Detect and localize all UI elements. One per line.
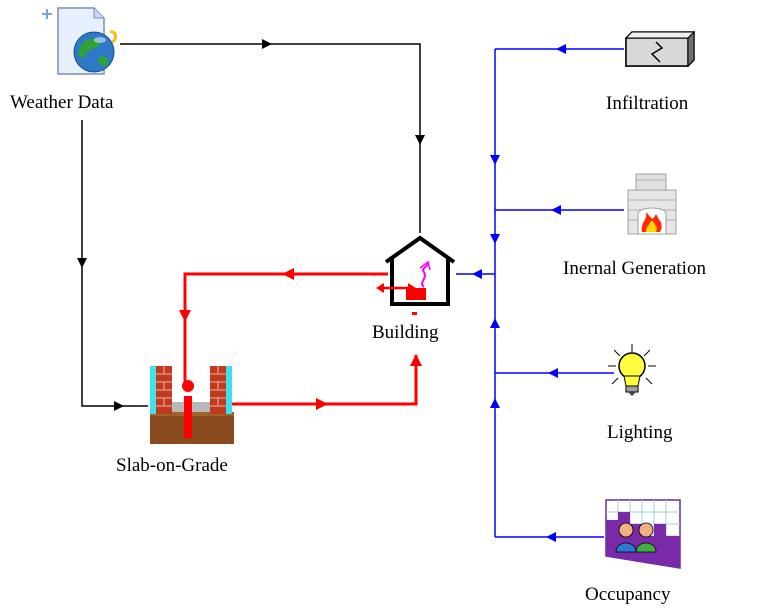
arrow-left bbox=[546, 532, 556, 542]
arrow-right bbox=[262, 39, 272, 49]
building-label: Building bbox=[372, 322, 439, 343]
lighting-label: Lighting bbox=[607, 422, 673, 443]
brick-wall-left bbox=[156, 366, 172, 414]
occupancy-label: Occupancy bbox=[585, 584, 671, 605]
arrow-left bbox=[282, 268, 294, 280]
occupancy-icon[interactable] bbox=[605, 499, 681, 569]
arrow-up bbox=[410, 354, 422, 366]
weather-data-icon[interactable] bbox=[42, 7, 118, 75]
arrow-up bbox=[490, 398, 500, 408]
building-to-slab-link[interactable] bbox=[183, 272, 388, 390]
gain-links bbox=[456, 48, 624, 538]
weather-data-label: Weather Data bbox=[10, 92, 114, 113]
arrow-down bbox=[77, 258, 87, 268]
arrow-down bbox=[490, 234, 500, 244]
arrow-left bbox=[548, 368, 558, 378]
arrow-right bbox=[114, 401, 124, 411]
slab-on-grade-label: Slab-on-Grade bbox=[116, 455, 228, 476]
building-icon[interactable] bbox=[376, 235, 456, 315]
weather-link-arrows bbox=[77, 39, 425, 411]
arrow-left bbox=[472, 269, 482, 279]
weather-to-slab-link[interactable] bbox=[81, 120, 148, 407]
arrow-down bbox=[179, 310, 191, 322]
arrow-left bbox=[556, 44, 566, 54]
brick-wall-right bbox=[210, 366, 226, 414]
slab-on-grade-icon[interactable] bbox=[150, 366, 234, 444]
light-bulb-icon[interactable] bbox=[608, 344, 656, 396]
slab-to-building-link[interactable] bbox=[232, 355, 418, 406]
arrow-down bbox=[415, 135, 425, 145]
arrow-left bbox=[551, 205, 561, 215]
arrow-right bbox=[316, 398, 328, 410]
fireplace-icon[interactable] bbox=[627, 173, 677, 235]
thermal-links bbox=[183, 272, 418, 406]
infiltration-icon[interactable] bbox=[624, 30, 696, 68]
infiltration-label: Infiltration bbox=[606, 93, 689, 114]
weather-to-building-link[interactable] bbox=[120, 43, 421, 233]
arrow-up bbox=[490, 318, 500, 328]
arrow-down bbox=[490, 155, 500, 165]
internal-generation-label: Inernal Generation bbox=[563, 258, 706, 279]
weather-links bbox=[81, 43, 421, 407]
gain-link-arrows bbox=[472, 44, 566, 542]
thermal-link-arrows bbox=[179, 268, 422, 410]
